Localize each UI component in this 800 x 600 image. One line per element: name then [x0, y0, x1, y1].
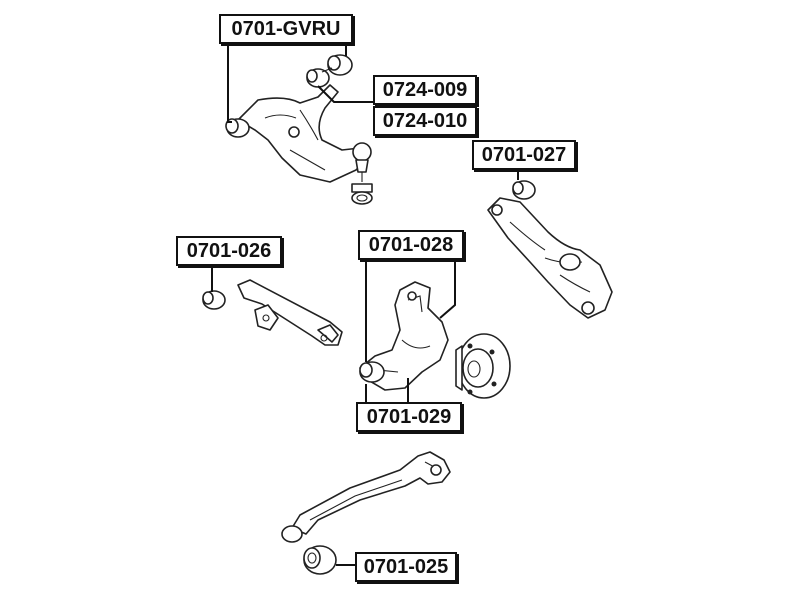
label-0701-026: 0701-026: [176, 236, 282, 266]
upper-arm-left-bushing: [225, 118, 250, 138]
upper-control-arm-group: [225, 54, 373, 205]
label-0701-028: 0701-028: [358, 230, 464, 260]
rear-lower-arm: [487, 197, 613, 319]
trailing-arm-bushing: [303, 545, 337, 575]
lateral-link: [237, 279, 343, 346]
rear-lower-arm-bushing: [512, 180, 536, 200]
lateral-link-group: [202, 279, 343, 346]
label-0724-010: 0724-010: [373, 106, 477, 136]
leader-lines: [211, 37, 519, 566]
rear-lower-arm-group: [487, 180, 613, 319]
label-0701-025: 0701-025: [355, 552, 457, 582]
wheel-hub: [455, 333, 511, 399]
trailing-arm-group: [281, 451, 451, 575]
steering-knuckle: [359, 281, 449, 391]
label-0701-027: 0701-027: [472, 140, 576, 170]
label-0701-029: 0701-029: [356, 402, 462, 432]
trailing-arm: [291, 451, 451, 535]
knuckle-bushing: [359, 361, 385, 383]
upper-control-arm: [237, 84, 369, 183]
label-0724-009: 0724-009: [373, 75, 477, 105]
upper-arm-ball-joint: [351, 142, 373, 205]
knuckle-hub-group: [359, 281, 511, 399]
label-0701-gvru: 0701-GVRU: [219, 14, 353, 44]
lateral-link-bushing: [202, 290, 226, 310]
upper-arm-pivot-bushings: [306, 54, 353, 88]
